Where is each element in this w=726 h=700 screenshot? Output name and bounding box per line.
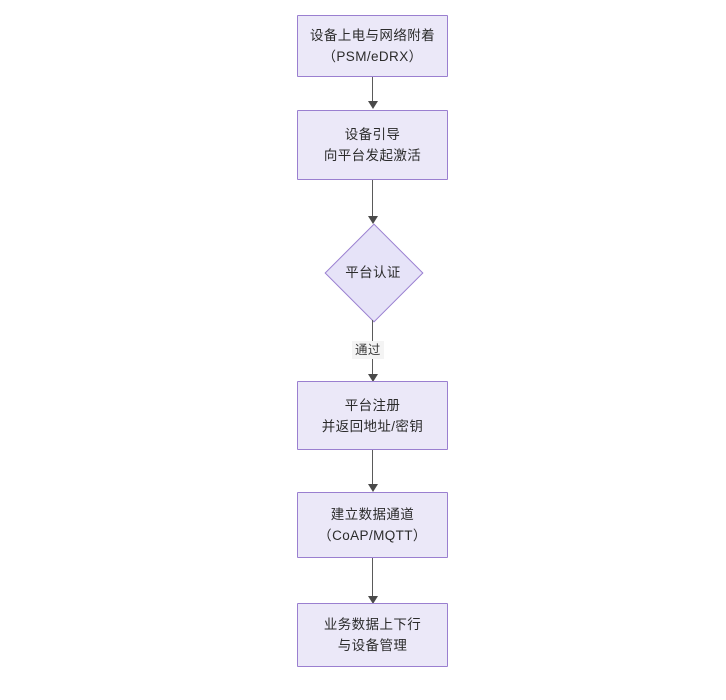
flow-edge-n4-n5-arrowhead xyxy=(368,484,378,492)
flow-node-platform-auth[interactable]: 平台认证 xyxy=(324,223,424,323)
flow-edge-n4-n5 xyxy=(372,450,373,486)
flow-node-data-channel[interactable]: 建立数据通道 （CoAP/MQTT） xyxy=(297,492,448,558)
flow-edge-n2-n3-arrowhead xyxy=(368,216,378,224)
flow-node-device-bootstrap[interactable]: 设备引导 向平台发起激活 xyxy=(297,110,448,180)
flow-edge-n5-n6 xyxy=(372,558,373,598)
flow-node-platform-register-line-2: 并返回地址/密钥 xyxy=(321,418,424,434)
flow-edge-n5-n6-arrowhead xyxy=(368,596,378,604)
flow-node-business-data-line-2: 与设备管理 xyxy=(337,638,408,653)
flow-node-device-bootstrap-line-2: 向平台发起激活 xyxy=(323,148,422,163)
flow-edge-n1-n2 xyxy=(372,77,373,103)
flow-node-platform-auth-label: 平台认证 xyxy=(345,264,401,280)
flow-edge-n2-n3 xyxy=(372,180,373,218)
flow-node-power-on[interactable]: 设备上电与网络附着 （PSM/eDRX） xyxy=(297,15,448,77)
flow-node-platform-register[interactable]: 平台注册 并返回地址/密钥 xyxy=(297,381,448,450)
flow-node-power-on-line-2: （PSM/eDRX） xyxy=(322,49,423,64)
flow-node-power-on-line-1: 设备上电与网络附着 xyxy=(309,28,436,43)
flow-node-device-bootstrap-line-1: 设备引导 xyxy=(344,127,401,142)
flow-node-business-data-line-1: 业务数据上下行 xyxy=(323,617,422,632)
flow-edge-n1-n2-arrowhead xyxy=(368,101,378,109)
flow-node-business-data[interactable]: 业务数据上下行 与设备管理 xyxy=(297,603,448,667)
flow-edge-n3-n4-arrowhead xyxy=(368,374,378,382)
flow-node-platform-register-line-1: 平台注册 xyxy=(344,397,401,413)
flow-node-data-channel-line-1: 建立数据通道 xyxy=(330,507,415,522)
flow-edge-n3-n4-label: 通过 xyxy=(352,341,384,359)
flow-node-data-channel-line-2: （CoAP/MQTT） xyxy=(318,528,427,543)
